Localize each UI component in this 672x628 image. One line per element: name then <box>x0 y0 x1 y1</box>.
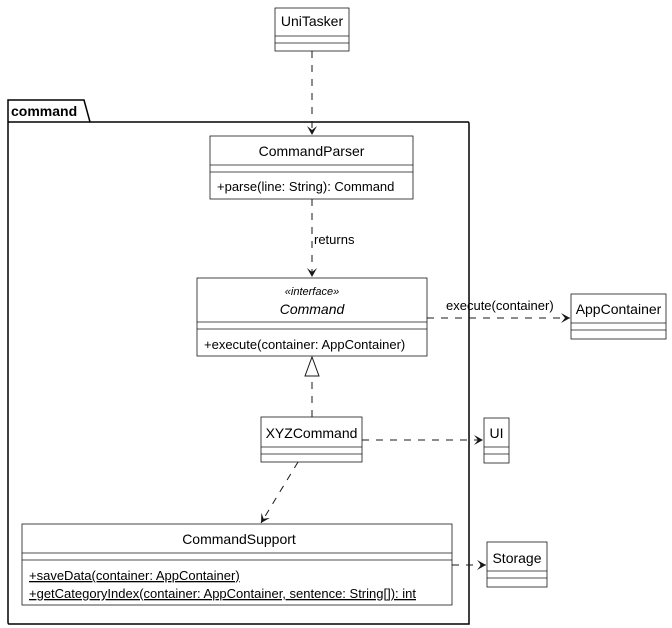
class-command-parser[interactable]: CommandParser +parse(line: String): Comm… <box>209 135 414 200</box>
method-save-data: +saveData(container: AppContainer) <box>29 568 240 583</box>
relation-label-execute: execute(container) <box>446 298 554 313</box>
class-name: Command <box>280 301 346 317</box>
class-xyz-command[interactable]: XYZCommand <box>260 416 363 463</box>
class-name: Storage <box>492 550 541 566</box>
dependency-xyz-to-commandsupport <box>260 461 299 524</box>
class-command-support[interactable]: CommandSupport +saveData(container: AppC… <box>21 523 453 606</box>
realization-xyz-to-command <box>304 355 320 417</box>
package-label: command <box>11 103 77 119</box>
class-ui[interactable]: UI <box>483 417 510 464</box>
method-parse: +parse(line: String): Command <box>217 179 394 194</box>
class-name: XYZCommand <box>266 425 358 441</box>
package-command: command <box>7 99 470 625</box>
relation-label-returns: returns <box>314 232 355 247</box>
class-name: UI <box>490 425 504 441</box>
class-storage[interactable]: Storage <box>486 541 548 588</box>
class-name: CommandParser <box>259 143 365 159</box>
class-name: CommandSupport <box>182 531 296 547</box>
method-get-category-index: +getCategoryIndex(container: AppContaine… <box>29 586 416 601</box>
class-app-container[interactable]: AppContainer <box>570 293 667 340</box>
method-execute: +execute(container: AppContainer) <box>204 337 405 352</box>
interface-stereotype: «interface» <box>285 286 339 298</box>
class-name: UniTasker <box>281 13 344 29</box>
class-unitasker[interactable]: UniTasker <box>274 7 350 52</box>
interface-command[interactable]: «interface» Command +execute(container: … <box>196 277 428 357</box>
class-name: AppContainer <box>576 301 662 317</box>
